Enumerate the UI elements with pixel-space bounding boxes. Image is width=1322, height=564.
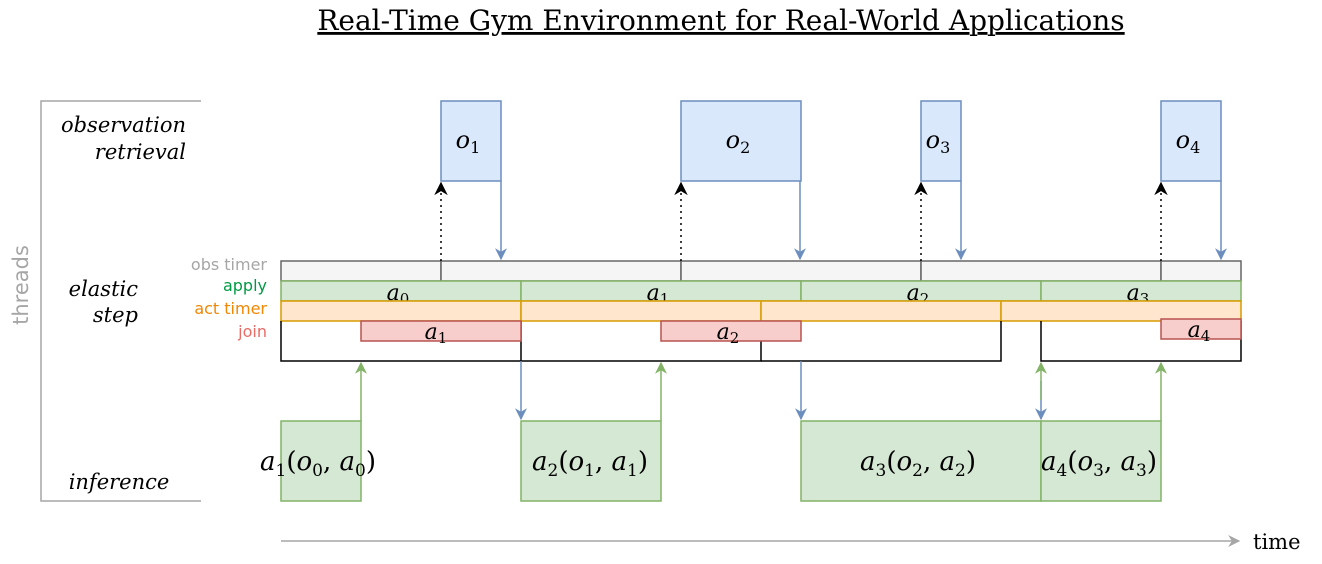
observation-o2: o2: [726, 126, 751, 157]
observation-box: [680, 100, 802, 182]
inference-expr-4: a4(o3, a3): [1041, 447, 1157, 481]
observation-box: [920, 100, 962, 182]
threads-bracket: [40, 100, 201, 502]
join-cell: [360, 320, 522, 342]
inference-expr-3: a3(o2, a2): [860, 447, 976, 481]
act-timer-label: act timer: [194, 299, 267, 318]
obs-timer-cell: [440, 260, 682, 282]
observation-o1: o1: [456, 126, 481, 157]
observation-o4: o4: [1176, 126, 1201, 157]
applied-action-1: a1: [647, 281, 670, 308]
inference-start-arrows: [515, 361, 1047, 421]
join-cell: [1160, 318, 1242, 340]
apply-row: a0 a1 a2 a3: [280, 280, 1242, 308]
inference-box: [800, 420, 1042, 502]
obs-timer-cell: [280, 260, 442, 282]
elastic-step-label-2: step: [93, 303, 138, 327]
observation-row: o1 o2 o3 o4: [440, 100, 1222, 182]
inference-expr-2: a2(o1, a1): [532, 447, 648, 481]
act-timer-cell: [1000, 300, 1242, 322]
join-label: join: [237, 322, 267, 341]
act-timer-cell: [280, 300, 522, 322]
time-label: time: [1253, 530, 1301, 554]
inference-row: a1(o0, a0) a2(o1, a1) a3(o2, a2) a4(o3, …: [260, 420, 1162, 502]
obs-timer-cell: [680, 260, 922, 282]
joined-action-1: a2: [717, 320, 740, 347]
obs-timer-label: obs timer: [191, 255, 268, 274]
inference-expr-1: a1(o0, a0): [260, 447, 376, 481]
apply-label: apply: [223, 276, 267, 295]
applied-action-2: a2: [907, 281, 930, 308]
observation-o3: o3: [926, 126, 951, 157]
observation-return-arrows: [495, 181, 1227, 261]
inference-result-arrows: [355, 361, 1167, 421]
act-timer-cell: [760, 300, 1002, 322]
threads-label: threads: [9, 245, 33, 325]
inference-box: [1040, 420, 1162, 502]
join-cell: [660, 320, 802, 342]
obs-timer-cell: [920, 260, 1162, 282]
inference-box: [520, 420, 662, 502]
obs-timer-row: [280, 260, 1242, 282]
trigger-arrows: [434, 181, 1168, 261]
join-row: a1 a2 a4: [360, 318, 1242, 347]
observation-box: [1160, 100, 1222, 182]
inference-label: inference: [69, 470, 170, 494]
diagram-title: Real-Time Gym Environment for Real-World…: [317, 4, 1124, 37]
obs-retrieval-label-2: retrieval: [95, 140, 186, 164]
joined-action-0: a1: [425, 320, 448, 347]
obs-retrieval-label-1: observation: [61, 113, 186, 137]
applied-action-3: a3: [1127, 281, 1150, 308]
inference-box: [280, 420, 362, 502]
act-timer-cell: [520, 300, 762, 322]
joined-action-2: a4: [1188, 318, 1211, 345]
observation-box: [440, 100, 502, 182]
applied-action-0: a0: [387, 281, 410, 308]
obs-timer-cell: [1160, 260, 1242, 282]
act-timer-row: [280, 300, 1242, 322]
elastic-step-label-1: elastic: [69, 277, 139, 301]
